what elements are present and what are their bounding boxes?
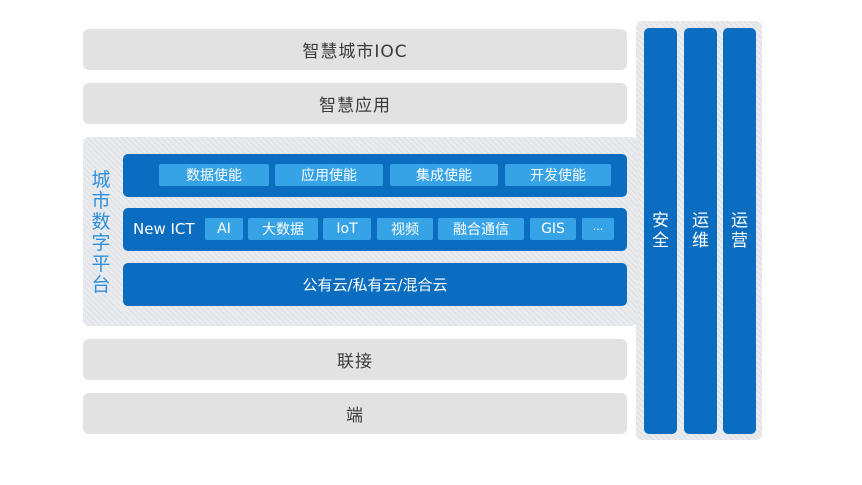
column-operation-label: 运营 bbox=[731, 211, 748, 251]
layer-app: 智慧应用 bbox=[83, 83, 627, 124]
chip-ai: AI bbox=[205, 218, 243, 240]
layer-app-label: 智慧应用 bbox=[319, 96, 391, 116]
column-operation: 运营 bbox=[723, 28, 756, 434]
chip-gis: GIS bbox=[530, 218, 576, 240]
chip-dev-enable: 开发使能 bbox=[505, 164, 611, 186]
column-ops: 运维 bbox=[684, 28, 717, 434]
column-ops-label: 运维 bbox=[692, 211, 709, 251]
layer-terminal: 端 bbox=[83, 393, 627, 434]
layer-terminal-label: 端 bbox=[346, 406, 364, 426]
cloud-label: 公有云/私有云/混合云 bbox=[302, 276, 448, 294]
chip-more: ··· bbox=[582, 218, 614, 240]
layer-ioc: 智慧城市IOC bbox=[83, 29, 627, 70]
platform-title: 城市数字平台 bbox=[91, 169, 111, 296]
cloud-row: 公有云/私有云/混合云 bbox=[123, 263, 627, 306]
chip-app-enable: 应用使能 bbox=[275, 164, 383, 186]
chip-bigdata: 大数据 bbox=[248, 218, 318, 240]
layer-connect: 联接 bbox=[83, 339, 627, 380]
chip-data-enable: 数据使能 bbox=[159, 164, 269, 186]
layer-connect-label: 联接 bbox=[337, 352, 373, 372]
column-security-label: 安全 bbox=[652, 211, 669, 251]
chip-unified-comm: 融合通信 bbox=[438, 218, 524, 240]
ict-label: New ICT bbox=[133, 220, 195, 238]
column-security: 安全 bbox=[644, 28, 677, 434]
chip-video: 视频 bbox=[377, 218, 433, 240]
layer-ioc-label: 智慧城市IOC bbox=[302, 42, 408, 62]
chip-iot: IoT bbox=[323, 218, 371, 240]
chip-integration-enable: 集成使能 bbox=[390, 164, 498, 186]
